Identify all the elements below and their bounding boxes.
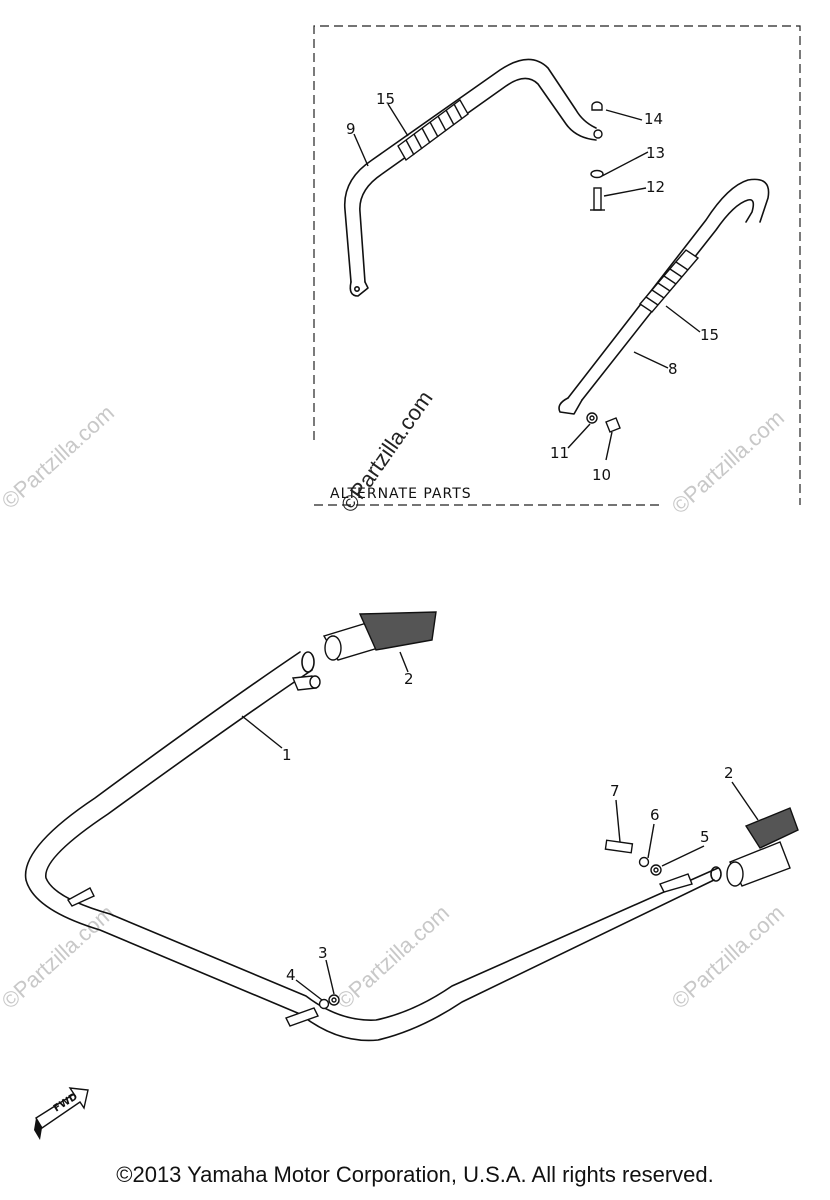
alternate-parts-box [313, 25, 801, 506]
part-9-bar [343, 58, 597, 297]
callout-6: 6 [650, 806, 660, 824]
callout-labels: 15 9 14 13 12 15 8 11 10 2 1 2 7 6 5 3 4 [282, 90, 734, 984]
watermark-right-bottom: ©Partzilla.com [667, 900, 789, 1014]
callout-15-upper: 15 [376, 90, 395, 108]
callout-13: 13 [646, 144, 665, 162]
bumper-stubs [66, 675, 693, 1027]
fwd-arrow-icon: FWD [34, 1087, 89, 1140]
callout-10: 10 [592, 466, 611, 484]
parts-5-6-7-hardware [604, 839, 662, 876]
callout-2-right: 2 [724, 764, 734, 782]
callout-3: 3 [318, 944, 328, 962]
callout-12: 12 [646, 178, 665, 196]
part-15-grip-lower [638, 249, 700, 313]
callout-15-lower: 15 [700, 326, 719, 344]
parts-10-11-hardware [586, 412, 621, 433]
watermark-left-top: ©Partzilla.com [0, 400, 119, 514]
copyright-notice: ©2013 Yamaha Motor Corporation, U.S.A. A… [116, 1162, 714, 1187]
watermark-left-bottom: ©Partzilla.com [0, 900, 119, 1014]
callout-11: 11 [550, 444, 569, 462]
parts-3-4-hardware [318, 994, 340, 1010]
callout-1: 1 [282, 746, 292, 764]
callout-8: 8 [668, 360, 678, 378]
watermark-right-top: ©Partzilla.com [667, 405, 789, 519]
callout-5: 5 [700, 828, 710, 846]
callout-2-upper: 2 [404, 670, 414, 688]
leader-lines-lower [241, 651, 759, 1001]
part-1-bumper [24, 651, 722, 1042]
parts-12-13-14-hardware [590, 101, 605, 211]
callout-9: 9 [346, 120, 356, 138]
leader-lines-upper [353, 103, 701, 461]
part-2-handle-right [726, 807, 799, 887]
part-2-handle-upper [322, 611, 437, 661]
part-8-bar [558, 178, 770, 415]
callout-14: 14 [644, 110, 663, 128]
callout-7: 7 [610, 782, 620, 800]
part-15-grip-upper [397, 98, 469, 162]
callout-4: 4 [286, 966, 296, 984]
alternate-parts-label: ALTERNATE PARTS [330, 486, 472, 502]
